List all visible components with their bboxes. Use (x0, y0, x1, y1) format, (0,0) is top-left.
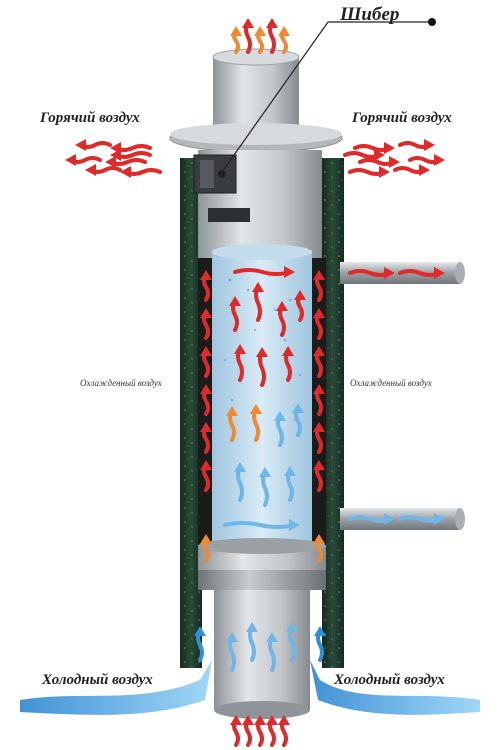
flue-flow-arrow-icon (274, 411, 286, 447)
damper-leader-diagonal (221, 21, 329, 173)
bottom-inlet-rim (214, 701, 310, 719)
damper-label: Шибер (340, 4, 400, 25)
left-channel-arrow-icon (200, 422, 212, 454)
flue-flow-arrow-icon (252, 282, 264, 322)
top-flange-face (170, 123, 342, 145)
left-channel-warm-arrow-icon (200, 534, 212, 562)
outer-casing-left-texture (180, 158, 202, 668)
flue-flow-arrow-icon (226, 406, 238, 442)
left-cold-inflow-arrow-icon (194, 626, 206, 662)
top-exhaust-arrow-icon (278, 26, 290, 54)
flue-flow-arrow-icon (234, 462, 246, 502)
hot-air-right-arrow-icon (348, 166, 390, 178)
top-exhaust-arrow-icon (254, 26, 266, 54)
lower-ring-top (198, 538, 326, 554)
hot-air-right-arrow-icon (408, 154, 445, 166)
hot-air-left-arrow-icon (120, 166, 162, 178)
flue-flow-arrow-icon (259, 467, 271, 507)
flue-bottom-flow-arrow-icon (223, 519, 300, 531)
inlet-cold-arrow-icon (286, 622, 298, 662)
bottom-fire-arrow-icon (266, 715, 278, 747)
right-channel-warm-arrow-icon (313, 534, 325, 562)
cold-air-stream-left (20, 660, 212, 715)
outer-casing-right-texture (322, 158, 344, 668)
flue-flow-arrow-icon (234, 344, 246, 382)
hot-air-right-arrow-icon (343, 149, 385, 161)
inlet-cold-arrow-icon (246, 622, 258, 662)
damper-leader-dot (428, 18, 436, 26)
right-channel-arrow-icon (313, 384, 325, 416)
lower-nozzle-arrow-icon (348, 513, 395, 525)
cold-air-stream-right (310, 660, 480, 715)
cold-air-label-right: Холодный воздух (334, 672, 445, 688)
damper-plate (200, 160, 214, 188)
cold-air-label-left: Холодный воздух (42, 672, 153, 688)
right-cold-inflow-arrow-icon (314, 626, 326, 662)
upper-slot (208, 208, 250, 222)
upper-nozzle-arrow-icon (348, 267, 395, 279)
flue-top-flow-arrow-icon (233, 266, 295, 278)
upper-side-nozzle-end (455, 262, 465, 284)
top-exhaust-arrow-icon (230, 26, 242, 54)
hot-air-right-arrow-icon (358, 156, 400, 168)
hot-air-left-arrow-icon (85, 164, 122, 176)
flue-flow-arrow-icon (256, 347, 268, 387)
lower-nozzle-arrow-icon (398, 513, 445, 525)
inlet-cold-arrow-icon (266, 632, 278, 672)
hot-air-left-arrow-icon (105, 156, 147, 168)
bottom-fire-arrow-icon (278, 715, 290, 747)
hot-air-right-arrow-icon (353, 142, 395, 154)
right-channel-arrow-icon (313, 346, 325, 378)
left-channel-arrow-icon (200, 460, 212, 492)
hot-air-right-arrow-icon (398, 139, 435, 151)
hot-air-label-right: Горячий воздух (352, 110, 452, 126)
cooled-air-label-left: Охлажденный воздух (80, 378, 162, 388)
bottom-fire-arrow-icon (254, 715, 266, 747)
flue-top-ellipse (212, 244, 312, 260)
lower-side-nozzle-end (455, 508, 465, 530)
inlet-cold-arrow-icon (226, 632, 238, 672)
flue-flow-arrow-icon (284, 466, 296, 502)
arrows-layer (65, 18, 445, 747)
flue-flow-arrow-icon (250, 404, 262, 442)
top-exhaust-arrow-icon (266, 18, 278, 54)
flue-flow-arrow-icon (229, 296, 241, 332)
lower-band (198, 570, 326, 590)
flue-flow-arrow-icon (294, 290, 306, 322)
hot-air-left-arrow-icon (65, 154, 102, 166)
flue-flow-arrow-icon (282, 346, 294, 382)
upper-nozzle-arrow-icon (398, 267, 445, 279)
hot-air-left-arrow-icon (75, 139, 112, 151)
cooled-air-label-right: Охлажденный воздух (350, 378, 432, 388)
hot-air-right-arrow-icon (393, 164, 430, 176)
left-channel-arrow-icon (200, 384, 212, 416)
right-channel-arrow-icon (313, 422, 325, 454)
left-channel-arrow-icon (200, 346, 212, 378)
right-channel-arrow-icon (313, 460, 325, 492)
top-exhaust-arrow-icon (242, 18, 254, 54)
left-channel-arrow-icon (200, 308, 212, 340)
flue-flow-arrow-icon (276, 301, 288, 337)
right-channel-arrow-icon (313, 270, 325, 302)
flue-flow-arrow-icon (292, 403, 304, 437)
damper-bolt (218, 170, 226, 178)
bottom-fire-arrow-icon (242, 715, 254, 747)
left-channel-arrow-icon (200, 270, 212, 302)
right-channel-arrow-icon (313, 308, 325, 340)
hot-air-left-arrow-icon (110, 149, 152, 161)
hot-air-label-left: Горячий воздух (40, 110, 140, 126)
bottom-fire-arrow-icon (230, 715, 242, 747)
